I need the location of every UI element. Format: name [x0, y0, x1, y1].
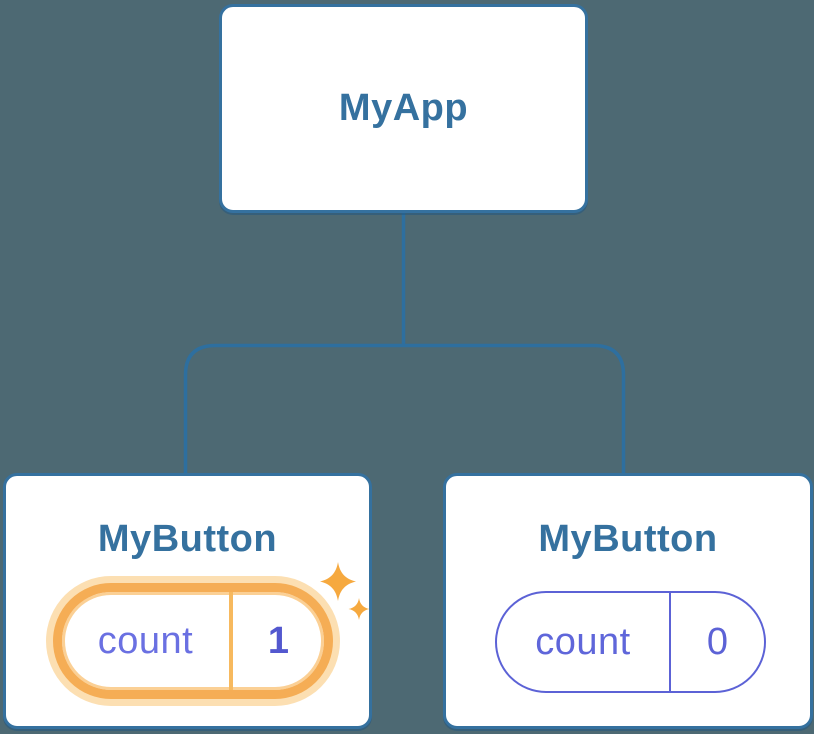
node-myapp: MyApp [219, 4, 588, 213]
state-value: 0 [706, 620, 729, 663]
state-pill-plain: count 0 [495, 591, 766, 693]
node-mybutton-right-title: MyButton [538, 518, 718, 560]
pill-divider [669, 593, 671, 691]
state-value: 1 [267, 619, 290, 662]
state-value-cell: 0 [671, 593, 764, 691]
sparkle-icon [320, 562, 370, 620]
state-value-cell: 1 [233, 592, 324, 690]
node-mybutton-right: MyButton count 0 [443, 473, 813, 729]
node-myapp-title: MyApp [338, 87, 469, 129]
state-key-label: count [535, 620, 631, 663]
node-mybutton-left-title: MyButton [97, 518, 278, 560]
pill-divider [229, 592, 233, 690]
state-key-label: count [97, 619, 194, 662]
node-mybutton-left: MyButton count 1 [3, 473, 372, 729]
state-key-cell: count [62, 592, 229, 690]
state-key-cell: count [497, 593, 669, 691]
state-pill-highlighted: count 1 [53, 583, 333, 699]
